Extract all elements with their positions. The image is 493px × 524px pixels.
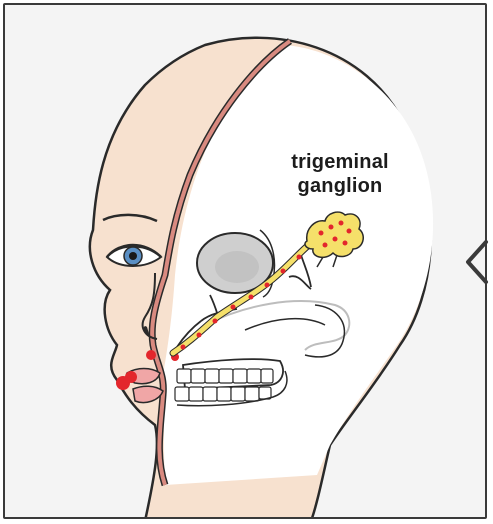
label-line-1: trigeminal: [265, 150, 415, 174]
lower-teeth: [175, 387, 271, 401]
head-illustration: [5, 5, 487, 519]
upper-teeth: [177, 369, 273, 383]
label-line-2: ganglion: [265, 174, 415, 198]
previous-button[interactable]: [462, 236, 492, 288]
chevron-left-icon: [462, 236, 492, 288]
diagram-label: trigeminal ganglion: [265, 150, 415, 198]
figure-frame: trigeminal ganglion: [3, 3, 487, 519]
